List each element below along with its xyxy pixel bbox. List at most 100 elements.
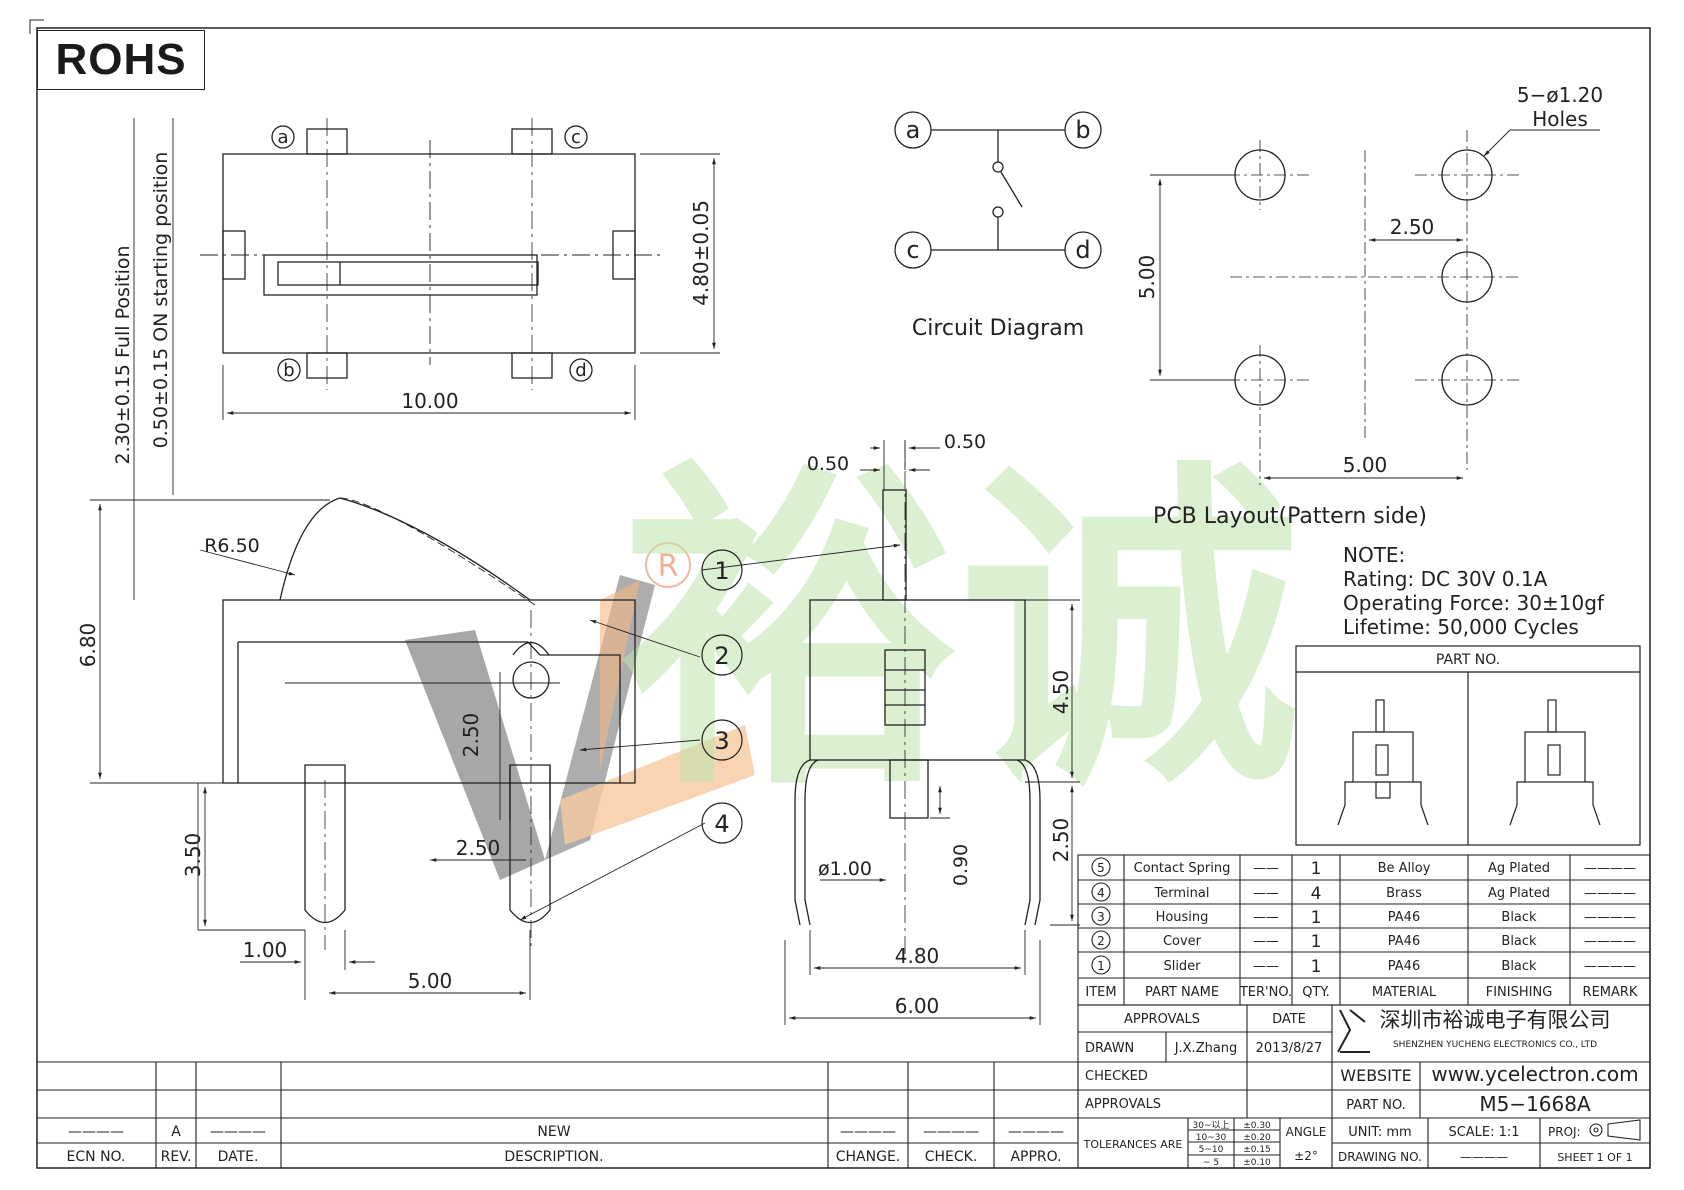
rev-header-appro: APPRO. bbox=[1010, 1149, 1061, 1165]
tb-company-en: SHENZHEN YUCHENG ELECTRONICS CO., LTD bbox=[1393, 1040, 1597, 1050]
bom-ter: —— bbox=[1253, 910, 1279, 925]
bom-qty: 1 bbox=[1311, 908, 1322, 928]
part-no-box-title: PART NO. bbox=[1436, 652, 1500, 668]
rev-desc: NEW bbox=[537, 1124, 570, 1140]
rev-appro: ———— bbox=[1008, 1124, 1064, 1140]
bom-remark: ———— bbox=[1584, 959, 1636, 974]
callouts bbox=[701, 543, 901, 844]
side-inner-width: 4.80 bbox=[895, 944, 940, 968]
rev-rev: A bbox=[171, 1124, 181, 1140]
bom-qty: 1 bbox=[1311, 859, 1322, 879]
front-view-labels: R6.50 6.80 3.50 2.50 2.50 1.00 5.00 bbox=[76, 535, 500, 993]
bom-finishing: Ag Plated bbox=[1488, 886, 1550, 901]
bom-finishing: Black bbox=[1501, 910, 1537, 925]
top-view-labels: a c b d 10.00 4.80±0.05 bbox=[277, 127, 713, 413]
bom-table-grid bbox=[1077, 854, 1651, 1006]
bom-name: Terminal bbox=[1154, 886, 1210, 901]
bom-row: 5 Contact Spring —— 1 Be Alloy Ag Plated… bbox=[1097, 859, 1636, 879]
revision-row: ———— A ———— NEW ———— ———— ———— bbox=[68, 1124, 1064, 1140]
side-pin-len: 2.50 bbox=[1049, 818, 1073, 863]
bom-item: 1 bbox=[1097, 959, 1105, 973]
bom-item: 2 bbox=[1097, 934, 1105, 948]
tb-tol-value: ±0.10 bbox=[1243, 1158, 1271, 1168]
front-radius: R6.50 bbox=[204, 535, 260, 557]
bom-item: 4 bbox=[1097, 886, 1105, 900]
bom-header-item: ITEM bbox=[1085, 985, 1116, 1000]
callout-3: 3 bbox=[714, 727, 729, 755]
bom-remark: ———— bbox=[1584, 934, 1636, 949]
bom-ter: —— bbox=[1253, 934, 1279, 949]
tb-drawn-label: DRAWN bbox=[1085, 1041, 1134, 1056]
tb-drawn-date: 2013/8/27 bbox=[1256, 1041, 1323, 1056]
tb-company-cn: 深圳市裕诚电子有限公司 bbox=[1380, 1008, 1611, 1032]
stroke-dims bbox=[133, 118, 174, 600]
bom-ter: —— bbox=[1253, 959, 1279, 974]
bom-material: PA46 bbox=[1388, 910, 1420, 925]
bom-qty: 4 bbox=[1311, 884, 1322, 904]
pcb-holes-dim: 5−ø1.20 bbox=[1517, 83, 1603, 107]
top-width-dim: 10.00 bbox=[401, 389, 458, 413]
rev-change: ———— bbox=[840, 1124, 896, 1140]
watermark-text: 裕诚 bbox=[620, 435, 1300, 831]
pcb-holes-label: Holes bbox=[1532, 107, 1588, 131]
bom-header-name: PART NAME bbox=[1145, 985, 1219, 1000]
tb-website: www.ycelectron.com bbox=[1431, 1062, 1638, 1086]
pcb-layout bbox=[1150, 129, 1600, 485]
notes-lifetime: Lifetime: 50,000 Cycles bbox=[1343, 615, 1579, 639]
pcb-labels: 5−ø1.20 Holes 2.50 5.00 5.00 PCB Layout(… bbox=[1135, 83, 1603, 529]
pin-label-a: a bbox=[277, 127, 288, 148]
bom-finishing: Black bbox=[1501, 959, 1537, 974]
front-pitch-dim: 5.00 bbox=[408, 969, 453, 993]
bom-header: ITEM PART NAME TER'NO. QTY. MATERIAL FIN… bbox=[1085, 985, 1638, 1000]
revision-header: ECN NO. REV. DATE. DESCRIPTION. CHANGE. … bbox=[67, 1149, 1062, 1165]
tb-angle-value: ±2° bbox=[1294, 1149, 1318, 1163]
rev-header-desc: DESCRIPTION. bbox=[504, 1149, 603, 1165]
side-view bbox=[784, 440, 1080, 1025]
title-block: APPROVALS DATE 深圳市裕诚电子有限公司 SHENZHEN YUCH… bbox=[1083, 1008, 1639, 1168]
circuit-title: Circuit Diagram bbox=[912, 316, 1084, 341]
bom-table: 5 Contact Spring —— 1 Be Alloy Ag Plated… bbox=[1085, 859, 1638, 1000]
rohs-badge: ROHS bbox=[37, 30, 205, 90]
tb-drawn-by: J.X.Zhang bbox=[1174, 1041, 1238, 1056]
circuit-labels: a b c d Circuit Diagram bbox=[906, 116, 1091, 341]
tb-tol-range: 5~10 bbox=[1199, 1145, 1224, 1155]
side-dim-left: 0.50 bbox=[807, 453, 849, 475]
tb-tol-value: ±0.15 bbox=[1243, 1145, 1271, 1155]
tb-tol-value: ±0.30 bbox=[1243, 1121, 1271, 1131]
bom-row: 4 Terminal —— 4 Brass Ag Plated ———— bbox=[1097, 884, 1636, 904]
bom-header-ter: TER'NO. bbox=[1239, 985, 1292, 1000]
circuit-node-b: b bbox=[1075, 116, 1090, 144]
sheet-border bbox=[29, 19, 1651, 1169]
bom-name: Contact Spring bbox=[1134, 861, 1231, 876]
circuit-diagram bbox=[894, 111, 1102, 269]
part-no-box bbox=[1295, 645, 1641, 846]
bom-material: PA46 bbox=[1388, 934, 1420, 949]
side-body-height: 4.50 bbox=[1049, 670, 1073, 715]
bom-remark: ———— bbox=[1584, 910, 1636, 925]
bom-header-remark: REMARK bbox=[1583, 985, 1638, 1000]
tb-scale: SCALE: 1:1 bbox=[1448, 1125, 1519, 1140]
callout-1: 1 bbox=[714, 557, 729, 585]
bom-header-finishing: FINISHING bbox=[1486, 985, 1553, 1000]
callout-4: 4 bbox=[714, 810, 729, 838]
front-pitch-half-dim: 2.50 bbox=[456, 836, 501, 860]
bom-qty: 1 bbox=[1311, 932, 1322, 952]
tb-checked-label: CHECKED bbox=[1085, 1069, 1148, 1084]
watermark-reg: R bbox=[658, 549, 679, 584]
revision-grid bbox=[37, 1061, 1079, 1168]
top-height-dim: 4.80±0.05 bbox=[689, 200, 713, 306]
front-pin-width-dim: 1.00 bbox=[243, 938, 288, 962]
revision-block: ———— A ———— NEW ———— ———— ———— ECN NO. R… bbox=[67, 1124, 1064, 1165]
tb-tolerances-label: TOLERANCES ARE bbox=[1083, 1138, 1183, 1151]
rev-header-change: CHANGE. bbox=[836, 1149, 901, 1165]
bom-name: Housing bbox=[1156, 910, 1209, 925]
pin-label-d: d bbox=[575, 360, 586, 381]
watermark-logo: R 裕诚 bbox=[405, 435, 1300, 880]
tb-part-no-label: PART NO. bbox=[1346, 1098, 1406, 1113]
side-dim-090: 0.90 bbox=[950, 844, 972, 886]
callout-labels: 1 2 3 4 bbox=[714, 557, 729, 838]
bom-finishing: Black bbox=[1501, 934, 1537, 949]
callout-2: 2 bbox=[714, 642, 729, 670]
bom-row: 1 Slider —— 1 PA46 Black ———— bbox=[1097, 957, 1636, 977]
